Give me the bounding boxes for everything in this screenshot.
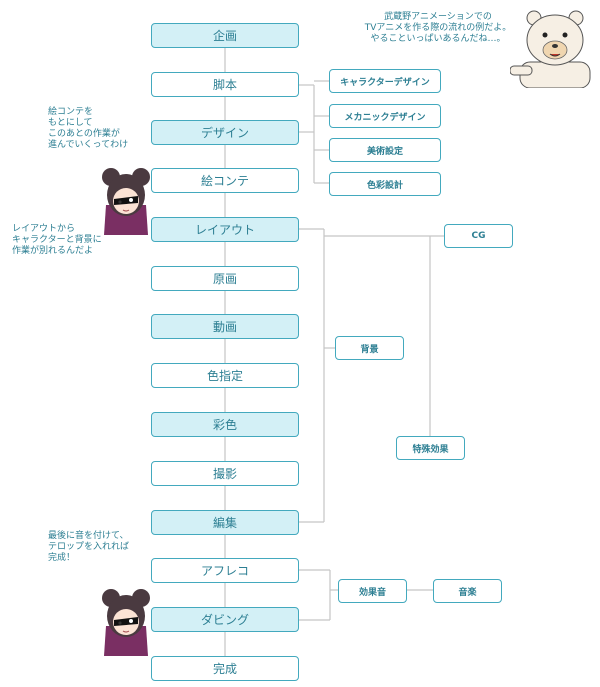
- side-task-special-effects: 特殊効果: [396, 436, 465, 460]
- flow-step-script: 脚本: [151, 72, 299, 97]
- flow-step-storyboard: 絵コンテ: [151, 168, 299, 193]
- flow-step-voice-recording: アフレコ: [151, 558, 299, 583]
- side-task-cg: CG: [444, 224, 513, 248]
- flow-step-photography: 撮影: [151, 461, 299, 486]
- side-task-character-design: キャラクターデザイン: [329, 69, 441, 93]
- girl-character-illustration-top: [102, 168, 150, 235]
- flow-step-color-designation: 色指定: [151, 363, 299, 388]
- flow-step-in-between: 動画: [151, 314, 299, 339]
- flow-step-complete: 完成: [151, 656, 299, 681]
- flow-step-editing: 編集: [151, 510, 299, 535]
- flow-step-layout: レイアウト: [151, 217, 299, 242]
- bear-mascot-illustration: [510, 10, 591, 88]
- girl-character-illustration-bottom: [102, 589, 150, 656]
- side-task-background: 背景: [335, 336, 404, 360]
- side-task-mechanic-design: メカニックデザイン: [329, 104, 441, 128]
- flow-step-design: デザイン: [151, 120, 299, 145]
- storyboard-note-text: 絵コンテを もとにして このあとの作業が 進んでいくってわけ: [48, 107, 129, 150]
- layout-note-text: レイアウトから キャラクターと背景に 作業が別れるんだよ: [12, 224, 102, 256]
- side-task-sound-effects: 効果音: [338, 579, 407, 603]
- side-task-color-setting: 色彩設計: [329, 172, 441, 196]
- flow-step-dubbing: ダビング: [151, 607, 299, 632]
- bear-speech-text: 武蔵野アニメーションでの TVアニメを作る際の流れの例だよ。 やることいっぱいあ…: [364, 12, 512, 44]
- side-task-music: 音楽: [433, 579, 502, 603]
- final-note-text: 最後に音を付けて、 テロップを入れれば 完成！: [48, 531, 130, 563]
- flow-step-planning: 企画: [151, 23, 299, 48]
- flow-step-key-animation: 原画: [151, 266, 299, 291]
- side-task-art-setting: 美術設定: [329, 138, 441, 162]
- flow-step-coloring: 彩色: [151, 412, 299, 437]
